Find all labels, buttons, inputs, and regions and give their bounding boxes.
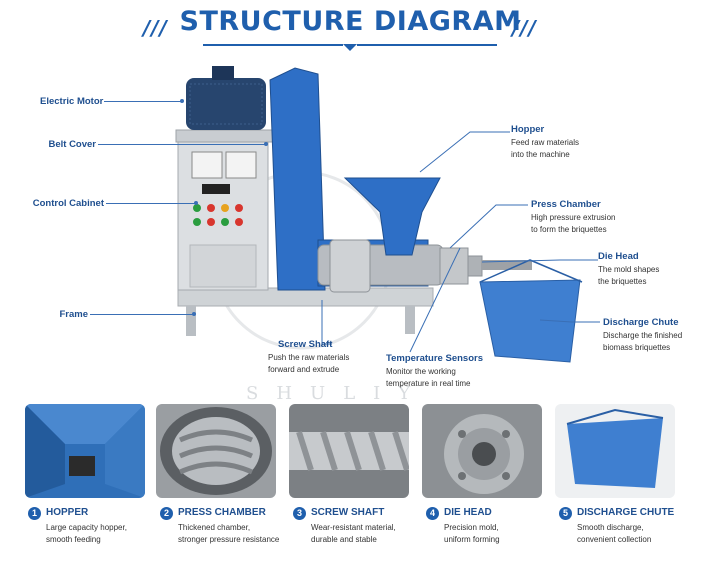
frame-leg-right <box>405 306 415 334</box>
electric-motor <box>186 78 266 130</box>
leader-dot <box>194 201 198 205</box>
press-chamber-flange <box>329 239 371 293</box>
header-slashes-right: / / / <box>512 16 536 40</box>
indicator-light <box>235 204 243 212</box>
leader-line <box>481 259 598 263</box>
part-desc-hopper: Large capacity hopper, <box>46 523 127 532</box>
label-temperature-sensors-desc: Monitor the working <box>386 367 456 376</box>
part-desc-screw-shaft: Wear-resistant material, <box>311 523 396 532</box>
die-head <box>439 247 469 285</box>
label-press-chamber-desc: High pressure extrusion <box>531 213 616 222</box>
label-discharge-chute-desc: Discharge the finished <box>603 331 683 340</box>
discharge-chute-photo-illustration <box>555 404 675 498</box>
label-discharge-chute: Discharge Chute <box>603 317 679 328</box>
label-screw-shaft: Screw Shaft <box>278 339 333 350</box>
part-desc-hopper: smooth feeding <box>46 535 101 544</box>
label-hopper-desc: Feed raw materials <box>511 138 580 147</box>
hopper <box>343 177 441 256</box>
title-underline-caret <box>343 44 357 51</box>
label-discharge-chute-desc: biomass briquettes <box>603 343 671 352</box>
screw-shaft-photo-illustration <box>289 404 409 498</box>
label-temperature-sensors: Temperature Sensors <box>386 353 483 364</box>
part-title-discharge-chute: DISCHARGE CHUTE <box>577 507 675 518</box>
leader-line <box>106 203 196 204</box>
part-desc-discharge-chute: convenient collection <box>577 535 652 544</box>
part-number-badge: 1 <box>28 507 41 520</box>
part-number-badge: 4 <box>426 507 439 520</box>
photo-screw-shaft <box>289 404 409 498</box>
hopper-photo-illustration <box>25 404 145 498</box>
indicator-light <box>193 204 201 212</box>
indicator-light <box>193 218 201 226</box>
chute-rim <box>479 259 583 283</box>
temperature-display <box>202 184 230 194</box>
photo-discharge-chute <box>555 404 675 498</box>
motor-terminal-box <box>212 66 234 80</box>
belt-cover <box>269 67 326 291</box>
leader-dot <box>180 99 184 103</box>
gauge-right <box>225 151 257 179</box>
briquette-machine-illustration <box>175 66 583 363</box>
part-desc-press-chamber: Thickened chamber, <box>178 523 251 532</box>
cabinet-lower-panel <box>189 244 257 288</box>
die-head-photo-illustration <box>422 404 542 498</box>
label-screw-shaft-desc: forward and extrude <box>268 365 340 374</box>
outlet-pipe <box>482 260 532 270</box>
watermark-text: SHULIY <box>246 383 429 404</box>
gauge-left <box>191 151 223 179</box>
label-belt-cover: Belt Cover <box>48 139 96 150</box>
leader-line <box>539 319 600 323</box>
label-hopper: Hopper <box>511 124 545 135</box>
label-frame: Frame <box>59 309 88 320</box>
photo-die-head <box>422 404 542 498</box>
label-die-head: Die Head <box>598 251 639 262</box>
leader-line <box>98 144 266 145</box>
indicator-light <box>221 204 229 212</box>
part-desc-die-head: Precision mold, <box>444 523 499 532</box>
part-desc-die-head: uniform forming <box>444 535 500 544</box>
leader-line <box>90 314 194 315</box>
label-die-head-desc: The mold shapes <box>598 265 660 274</box>
leader-line <box>321 300 332 345</box>
part-number-badge: 5 <box>559 507 572 520</box>
part-title-hopper: HOPPER <box>46 507 89 518</box>
leader-dot <box>264 142 268 146</box>
indicator-light <box>207 204 215 212</box>
label-press-chamber: Press Chamber <box>531 199 601 210</box>
indicator-light <box>235 218 243 226</box>
part-number-badge: 2 <box>160 507 173 520</box>
photo-hopper <box>25 404 145 498</box>
leader-line <box>449 204 528 249</box>
label-temperature-sensors-desc: temperature in real time <box>386 379 471 388</box>
page-title: STRUCTURE DIAGRAM <box>179 6 522 37</box>
leader-line <box>419 131 510 173</box>
part-title-press-chamber: PRESS CHAMBER <box>178 507 266 518</box>
photo-press-chamber <box>156 404 276 498</box>
label-screw-shaft-desc: Push the raw materials <box>268 353 350 362</box>
part-number-badge: 3 <box>293 507 306 520</box>
indicator-light <box>207 218 215 226</box>
title-underline-right <box>357 44 497 46</box>
press-chamber-photo-illustration <box>156 404 276 498</box>
label-die-head-desc: the briquettes <box>598 277 647 286</box>
label-electric-motor: Electric Motor <box>40 96 104 107</box>
header-slashes-left: / / / <box>143 16 167 40</box>
part-desc-screw-shaft: durable and stable <box>311 535 377 544</box>
leader-line <box>104 101 182 102</box>
motor-fins <box>189 83 263 125</box>
leader-line <box>409 247 461 353</box>
title-underline-left <box>203 44 343 46</box>
part-desc-press-chamber: stronger pressure resistance <box>178 535 280 544</box>
part-title-screw-shaft: SCREW SHAFT <box>311 507 385 518</box>
discharge-chute <box>479 279 581 363</box>
indicator-light <box>221 218 229 226</box>
label-press-chamber-desc: to form the briquettes <box>531 225 607 234</box>
leader-dot <box>192 312 196 316</box>
part-desc-discharge-chute: Smooth discharge, <box>577 523 644 532</box>
leader-lines-right <box>321 131 600 353</box>
part-title-die-head: DIE HEAD <box>444 507 492 518</box>
label-control-cabinet: Control Cabinet <box>32 198 104 209</box>
frame-leg-left <box>186 306 196 336</box>
label-hopper-desc: into the machine <box>511 150 570 159</box>
